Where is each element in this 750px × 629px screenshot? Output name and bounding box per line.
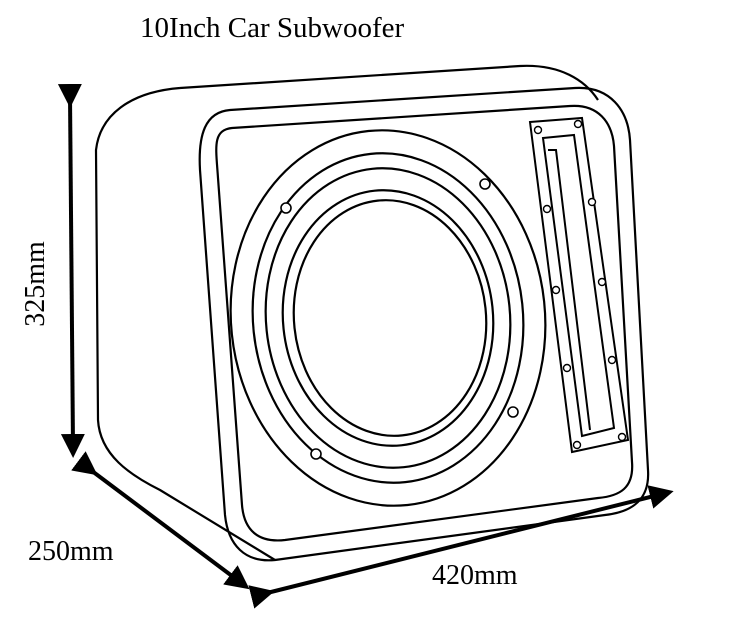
height-label: 325mm: [20, 241, 51, 327]
diagram-title: 10Inch Car Subwoofer: [140, 12, 405, 44]
width-label: 420mm: [432, 560, 518, 591]
port-screw: [587, 197, 597, 207]
speaker-outer-surround: [251, 152, 525, 484]
speaker-driver: [229, 129, 547, 507]
speaker-cone: [292, 199, 488, 437]
port-screw: [542, 204, 552, 214]
speaker-screw: [507, 406, 519, 418]
speaker-screw: [310, 448, 322, 460]
speaker-cone-edge: [281, 189, 495, 447]
height-arrow: [57, 83, 85, 458]
port-screw: [617, 432, 627, 442]
depth-label: 250mm: [28, 536, 114, 567]
port-screws: [533, 119, 627, 450]
speaker-screws: [280, 178, 519, 460]
port-outer-frame: [528, 116, 630, 454]
port-screw: [597, 277, 607, 287]
port-screw: [573, 119, 583, 129]
width-arrow: [248, 485, 674, 609]
speaker-inner-surround: [264, 167, 512, 469]
port-inner-slot: [541, 133, 616, 438]
port-screw: [533, 125, 543, 135]
port-screw: [551, 285, 561, 295]
speaker-screw: [280, 202, 292, 214]
speaker-screw: [479, 178, 491, 190]
enclosure-top-edge: [179, 64, 599, 101]
dimension-arrows: [57, 83, 674, 609]
port-screw: [562, 363, 572, 373]
bass-port: [528, 116, 630, 454]
port-screw: [572, 440, 582, 450]
depth-arrow: [71, 451, 250, 590]
enclosure-front-bevel: [215, 104, 634, 542]
port-slot-depth: [548, 149, 591, 431]
enclosure-side-panel: [94, 86, 276, 561]
port-screw: [607, 355, 617, 365]
